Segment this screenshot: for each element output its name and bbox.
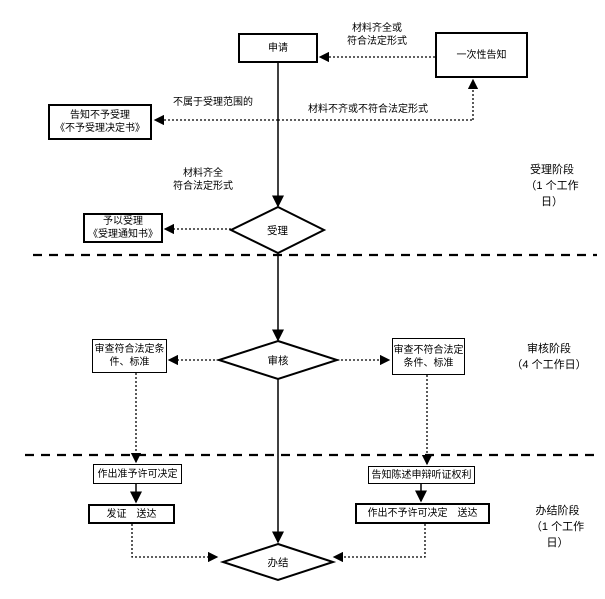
node-deny-decision: 作出不予许可决定 送达 <box>355 503 490 524</box>
close-diamond-shape <box>219 542 337 582</box>
edge-deny-to-close <box>332 524 426 563</box>
node-review-fail: 审查不符合法定 条件、标准 <box>392 338 465 375</box>
node-notify-no-accept: 告知不予受理 《不予受理决定书》 <box>48 104 152 140</box>
node-review-pass: 审查符合法定条 件、标准 <box>92 339 167 373</box>
close-diamond-label: 办结 <box>267 556 289 569</box>
node-grant-accept: 予以受理 《受理通知书》 <box>83 213 163 243</box>
review-diamond-shape <box>215 339 341 381</box>
edge-label-docs-complete-top: 材料齐全或 符合法定形式 <box>347 23 407 47</box>
review-diamond-label: 审核 <box>267 354 289 367</box>
node-grant-decision: 作出准予许可决定 <box>93 464 182 484</box>
node-apply: 申请 <box>238 33 318 63</box>
edge-issue-to-close <box>131 524 219 563</box>
stage-label-accept: 受理阶段 （1 个工作 日） <box>525 164 579 208</box>
stage-label-review: 审核阶段 （4 个工作日） <box>511 343 587 371</box>
node-notify-rights: 告知陈述申辩听证权利 <box>368 466 475 484</box>
stage-label-close: 办结阶段 （1 个工作 日） <box>530 505 585 549</box>
node-issue-deliver: 发证 送达 <box>88 504 175 524</box>
edge-label-docs-complete-mid: 材料齐全 符合法定形式 <box>173 168 233 192</box>
edge-label-not-in-scope: 不属于受理范围的 <box>173 97 253 108</box>
node-one-time-notice: 一次性告知 <box>435 32 528 78</box>
edge-label-docs-incomplete: 材料不齐或不符合法定形式 <box>308 104 428 115</box>
accept-diamond-label: 受理 <box>267 224 288 237</box>
accept-diamond-shape <box>228 205 327 255</box>
